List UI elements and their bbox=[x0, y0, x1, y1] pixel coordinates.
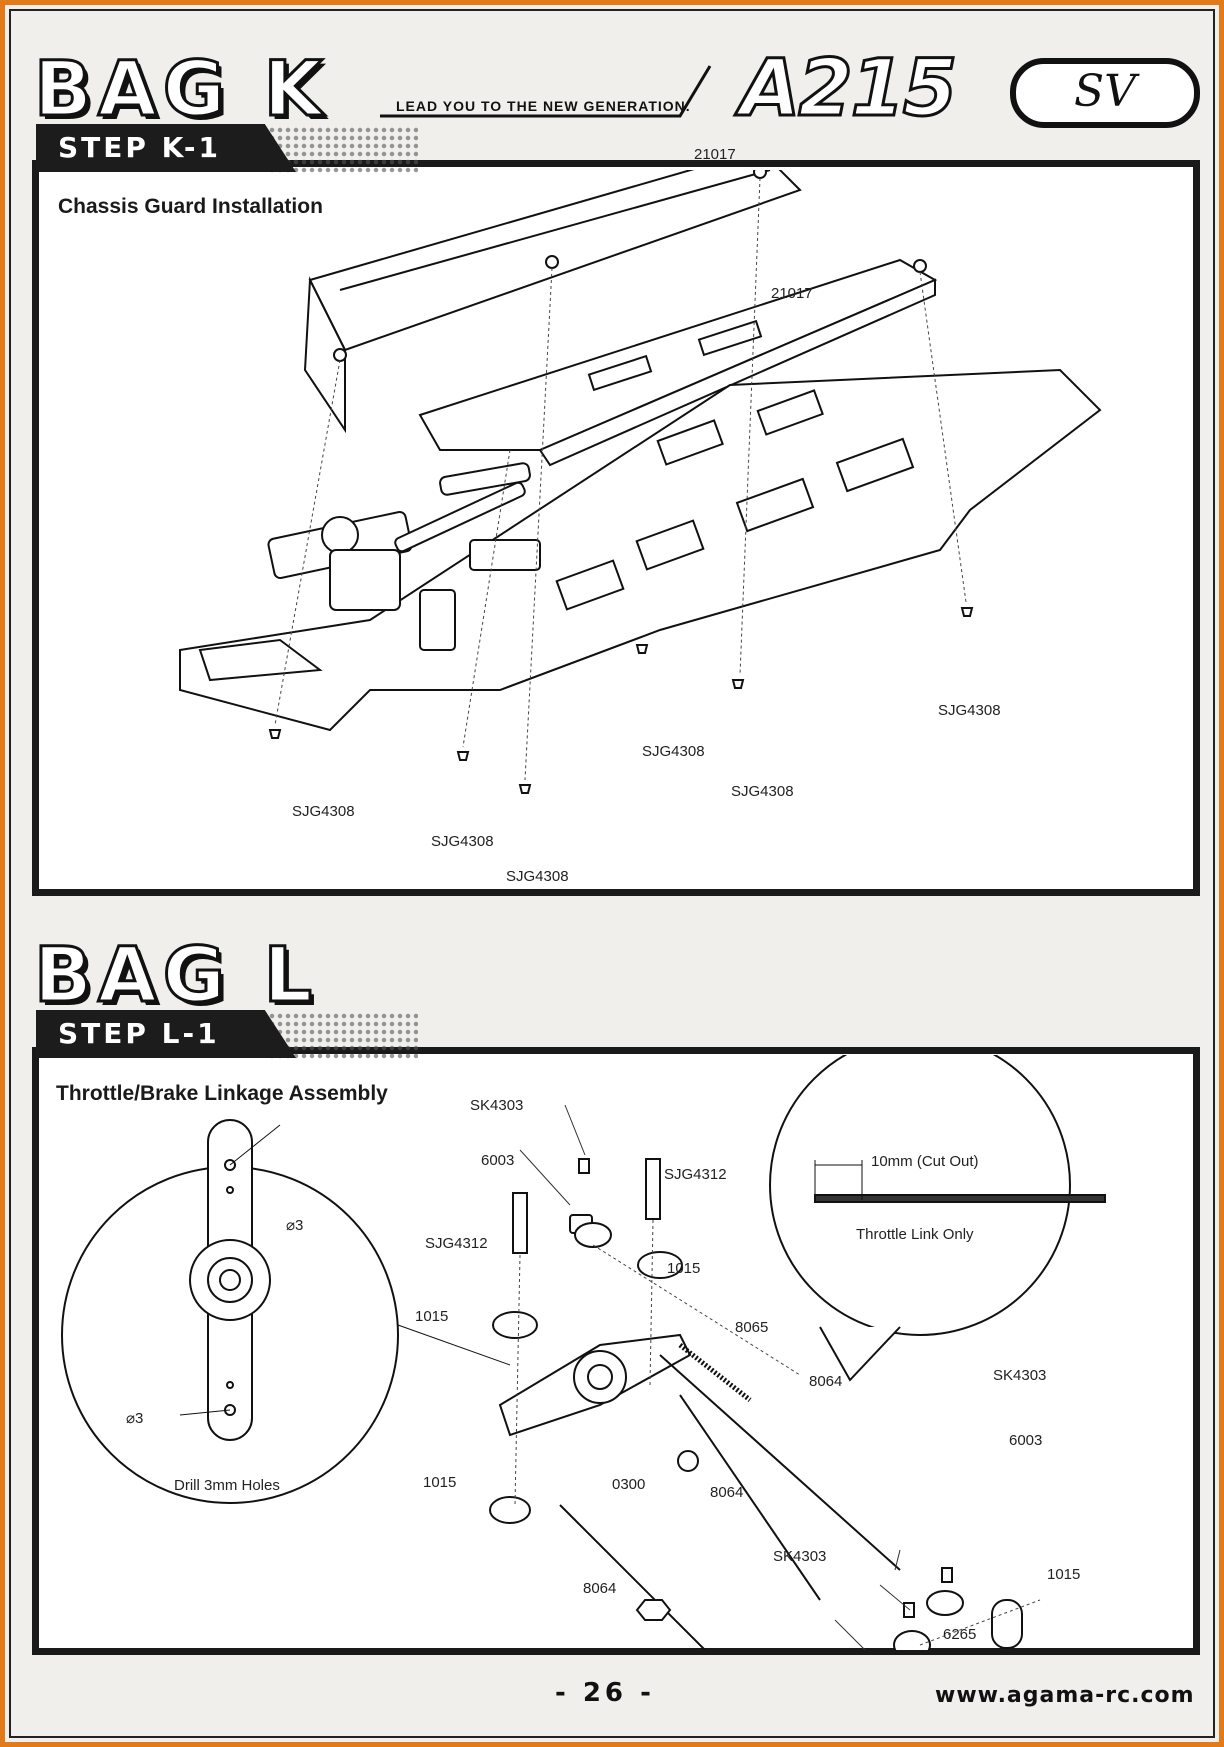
collars bbox=[489, 1214, 1023, 1650]
label-8064-c: 8064 bbox=[583, 1580, 617, 1597]
drill-inset bbox=[61, 1119, 511, 1504]
label-1015-bottom-left: 1015 bbox=[423, 1474, 457, 1491]
label-6003-top: 6003 bbox=[481, 1152, 515, 1169]
label-6003-right: 6003 bbox=[1009, 1432, 1043, 1449]
model-logo: A215 bbox=[738, 43, 958, 136]
model-badge: SV bbox=[1010, 58, 1200, 128]
cutout-dimension: 10mm (Cut Out) bbox=[871, 1153, 979, 1170]
step-k-title: Chassis Guard Installation bbox=[58, 195, 323, 218]
bag-l-title: BAG L bbox=[32, 929, 319, 1021]
step-l-honeycomb bbox=[268, 1012, 418, 1060]
screws bbox=[268, 607, 974, 794]
label-8064-b: 8064 bbox=[710, 1484, 744, 1501]
step-l-tab: STEP L-1 bbox=[36, 1010, 296, 1058]
step-k-honeycomb bbox=[268, 126, 418, 174]
label-sjg4308-f: SJG4308 bbox=[938, 702, 1001, 719]
bag-k-title: BAG K bbox=[32, 43, 329, 135]
leader-lines bbox=[519, 1104, 911, 1650]
website: www.agama-rc.com bbox=[935, 1683, 1195, 1708]
chassis-guard-right bbox=[418, 258, 938, 467]
label-sjg4308-c: SJG4308 bbox=[506, 868, 569, 885]
alignment-lines bbox=[274, 177, 967, 781]
chassis-guard-diagram bbox=[179, 170, 1102, 794]
servo-horn bbox=[498, 1333, 699, 1472]
tagline: LEAD YOU TO THE NEW GENERATION. bbox=[396, 98, 691, 114]
step-k-tab: STEP K-1 bbox=[36, 124, 296, 172]
header-swoosh bbox=[380, 65, 712, 118]
page-number: - 26 - bbox=[555, 1678, 655, 1708]
label-sjg4308-e: SJG4308 bbox=[731, 783, 794, 800]
label-sjg4312-right: SJG4312 bbox=[664, 1166, 727, 1183]
hole-symbol-bottom: ⌀3 bbox=[126, 1410, 144, 1427]
label-8065: 8065 bbox=[735, 1319, 769, 1336]
hole-symbol-top: ⌀3 bbox=[286, 1217, 304, 1234]
label-sk4303-right: SK4303 bbox=[993, 1367, 1047, 1384]
label-sjg4312-left: SJG4312 bbox=[425, 1235, 488, 1252]
label-21017-top: 21017 bbox=[694, 146, 736, 163]
label-sjg4308-b: SJG4308 bbox=[431, 833, 494, 850]
throttle-link-caption: Throttle Link Only bbox=[856, 1226, 974, 1243]
label-1015-left: 1015 bbox=[415, 1308, 449, 1325]
label-6265: 6265 bbox=[943, 1626, 977, 1643]
label-8064-a: 8064 bbox=[809, 1373, 843, 1390]
chassis-plate bbox=[179, 368, 1102, 732]
label-1015-bottom-right: 1015 bbox=[1047, 1566, 1081, 1583]
l-alignment-lines bbox=[514, 1219, 1041, 1646]
label-sjg4308-a: SJG4308 bbox=[292, 803, 355, 820]
cutout-inset bbox=[769, 1055, 1106, 1382]
label-0300: 0300 bbox=[612, 1476, 646, 1493]
label-1015-top-right: 1015 bbox=[667, 1260, 701, 1277]
linkage-diagram bbox=[61, 1055, 1106, 1650]
link-rods bbox=[559, 1343, 901, 1650]
label-sk4303-top: SK4303 bbox=[470, 1097, 524, 1114]
label-21017-lower: 21017 bbox=[771, 285, 813, 302]
label-sjg4308-d: SJG4308 bbox=[642, 743, 705, 760]
l-screws bbox=[512, 1158, 953, 1621]
chassis-guard-left bbox=[303, 170, 802, 434]
drill-caption: Drill 3mm Holes bbox=[174, 1477, 280, 1494]
step-l-title: Throttle/Brake Linkage Assembly bbox=[56, 1082, 388, 1105]
label-sk4303-bottom: SK4303 bbox=[773, 1548, 827, 1565]
